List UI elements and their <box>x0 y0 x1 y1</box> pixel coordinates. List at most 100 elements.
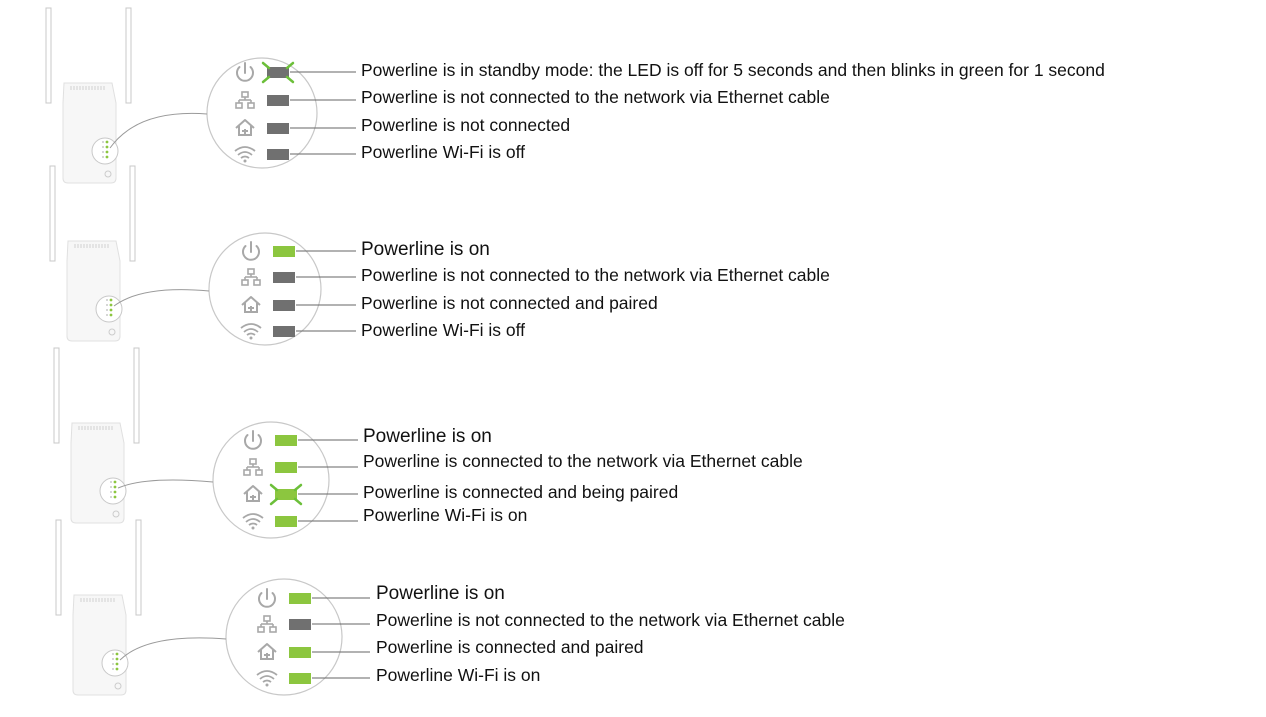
device-button <box>114 682 122 690</box>
wifi-icon <box>256 670 278 687</box>
device-led-dot <box>115 652 119 656</box>
device-led-dot <box>110 491 112 493</box>
device-led-dot <box>109 308 113 312</box>
callout-connector <box>109 112 208 149</box>
led-indicator-off <box>267 67 289 78</box>
status-description: Powerline is not connected <box>361 115 571 135</box>
status-panel-2 <box>49 165 356 346</box>
led-indicator-off <box>273 326 295 337</box>
device-body <box>70 422 125 524</box>
led-indicator-on <box>289 673 311 684</box>
device-button <box>104 170 112 178</box>
callout-circle <box>208 232 322 346</box>
led-indicator-off <box>273 300 295 311</box>
device-vents <box>74 244 109 248</box>
device-led-dot <box>112 663 114 665</box>
status-description: Powerline Wi-Fi is on <box>376 665 541 685</box>
device-led-dot <box>106 299 108 301</box>
power-icon <box>244 430 262 450</box>
status-description: Powerline is connected to the network vi… <box>363 451 803 471</box>
led-indicator-off <box>267 149 289 160</box>
wifi-icon <box>234 146 256 163</box>
blink-marks <box>261 61 295 84</box>
status-description: Powerline is not connected to the networ… <box>376 610 845 630</box>
device-led-dot <box>105 145 109 149</box>
device-led-dot <box>102 151 104 153</box>
callout-circle <box>225 578 343 696</box>
device-led-dot <box>105 140 109 144</box>
device-button <box>112 510 120 518</box>
device-led-dot <box>110 481 112 483</box>
led-indicator-on <box>275 435 297 446</box>
led-indicator-on <box>275 516 297 527</box>
device-body <box>62 82 117 184</box>
callout-connector <box>117 479 214 489</box>
home-icon <box>241 296 261 313</box>
callout-circle <box>212 421 330 539</box>
device-led-dot <box>113 495 117 499</box>
device-led-dot <box>106 314 108 316</box>
status-panel-1 <box>45 7 356 184</box>
led-indicator-on <box>275 462 297 473</box>
antenna-left <box>55 519 62 616</box>
wifi-icon <box>242 513 264 530</box>
status-description: Powerline is not connected and paired <box>361 293 658 313</box>
status-description: Powerline is connected and paired <box>376 637 644 657</box>
wifi-icon <box>240 323 262 340</box>
device-led-dot <box>113 490 117 494</box>
antenna-right <box>125 7 132 104</box>
device-led-dot <box>113 485 117 489</box>
device-body <box>66 240 121 342</box>
status-description: Powerline is not connected to the networ… <box>361 265 830 285</box>
device-led-dot <box>105 155 109 159</box>
device-led-dot <box>106 309 108 311</box>
home-icon <box>243 485 263 502</box>
callout-connector <box>113 289 210 307</box>
ethernet-icon <box>243 458 263 476</box>
device-led-window <box>101 649 129 677</box>
device-led-dot <box>115 657 119 661</box>
antenna-right <box>133 347 140 444</box>
status-panel-3 <box>53 347 358 539</box>
home-icon <box>235 119 255 136</box>
device-button <box>108 328 116 336</box>
callout-circle <box>206 57 318 169</box>
led-indicator-on <box>273 246 295 257</box>
device-led-dot <box>110 496 112 498</box>
device-led-dot <box>112 653 114 655</box>
device-vents <box>70 86 105 90</box>
ethernet-icon <box>235 91 255 109</box>
ethernet-icon <box>257 615 277 633</box>
device-led-window <box>95 295 123 323</box>
status-description: Powerline Wi-Fi is on <box>363 505 528 525</box>
device-vents <box>78 426 113 430</box>
device-led-dot <box>102 156 104 158</box>
home-icon <box>257 643 277 660</box>
device-led-dot <box>102 141 104 143</box>
power-icon <box>258 588 276 608</box>
callout-connector <box>119 637 227 661</box>
blink-marks <box>269 483 303 506</box>
device-led-dot <box>112 658 114 660</box>
ethernet-icon <box>241 268 261 286</box>
device-led-dot <box>105 150 109 154</box>
device-body <box>72 594 127 696</box>
led-indicator-off <box>289 619 311 630</box>
device-led-dot <box>115 667 119 671</box>
status-panel-4 <box>55 519 370 696</box>
status-description: Powerline Wi-Fi is off <box>361 320 526 340</box>
led-indicator-on <box>275 489 297 500</box>
power-icon <box>242 241 260 261</box>
led-indicator-on <box>289 593 311 604</box>
antenna-right <box>129 165 136 262</box>
antenna-right <box>135 519 142 616</box>
led-indicator-off <box>267 123 289 134</box>
device-led-dot <box>109 298 113 302</box>
status-description: Powerline is connected and being paired <box>363 482 679 502</box>
antenna-left <box>45 7 52 104</box>
device-led-dot <box>109 313 113 317</box>
device-led-dot <box>106 304 108 306</box>
status-description: Powerline is on <box>361 239 490 260</box>
